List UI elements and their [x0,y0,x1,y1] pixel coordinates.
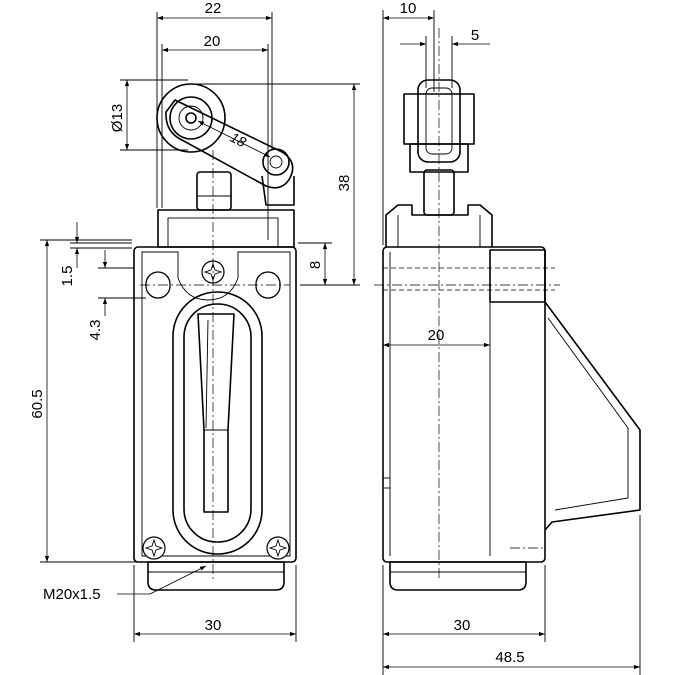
side-cable-entry [389,561,527,591]
front-cable-entry [147,561,285,591]
front-indicator [197,313,235,513]
side-housing [382,246,546,563]
dim-height-38: 38 [336,175,353,192]
dim-top-inner: 20 [204,33,221,50]
dim-8: 8 [307,261,324,269]
screw-bottom-left-icon [142,536,166,560]
front-roller [156,83,226,153]
front-view: 22 20 Ø13 18 38 8 1.5 4.3 [29,0,360,642]
dim-side-5: 5 [471,27,479,44]
dim-roller-diameter: Ø13 [109,104,126,132]
side-bracket [544,301,641,531]
front-lever-arm [165,99,294,189]
dim-4-3: 4.3 [87,320,104,341]
dim-side-10: 10 [400,0,417,17]
front-plunger [196,171,232,211]
dim-side-overall: 48.5 [495,649,524,666]
side-connector [489,249,546,303]
dim-thread: M20x1.5 [43,586,101,603]
dim-body-height: 60.5 [29,389,46,418]
front-window-inner [183,303,252,543]
front-head-inner [167,217,279,248]
dim-top-outer: 22 [205,0,222,17]
front-cover-outline [141,251,291,557]
dim-bottom-width: 30 [205,617,222,634]
dim-side-30: 30 [454,617,471,634]
dim-1-5: 1.5 [59,266,76,287]
dim-arm-length: 18 [228,129,249,150]
screw-bottom-right-icon [266,536,290,560]
front-head-block [157,209,295,248]
front-lever-pivot [262,148,290,176]
front-window-outer [172,291,263,555]
side-view: 10 5 20 30 48.5 [374,0,641,675]
dim-side-20: 20 [428,327,445,344]
